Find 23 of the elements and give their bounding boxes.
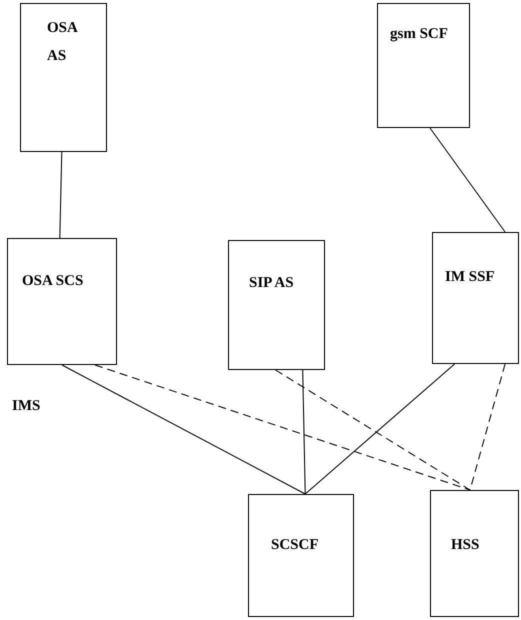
component-box: [377, 3, 470, 128]
box-label: OSA SCS: [22, 272, 84, 291]
connector-line: [430, 128, 506, 232]
component-box: [432, 232, 519, 364]
domain-label: IMS: [12, 398, 40, 415]
box-label: SCSCF: [271, 536, 320, 555]
component-box: [7, 238, 117, 365]
box-label: HSS: [451, 536, 480, 555]
component-box: [20, 3, 107, 152]
connector-line: [59, 152, 62, 238]
connector-line: [62, 364, 306, 494]
component-box: [430, 490, 519, 617]
dashed-line: [470, 364, 506, 490]
box-label: OSA AS: [47, 19, 79, 66]
connector-line: [302, 370, 306, 494]
box-label: gsm SCF: [390, 25, 449, 44]
dashed-line: [94, 364, 471, 490]
connector-line: [304, 364, 456, 494]
component-box: [248, 494, 354, 617]
dashed-line: [275, 370, 471, 490]
box-label: IM SSF: [445, 268, 496, 287]
component-box: [228, 240, 325, 370]
box-label: SIP AS: [249, 274, 295, 293]
